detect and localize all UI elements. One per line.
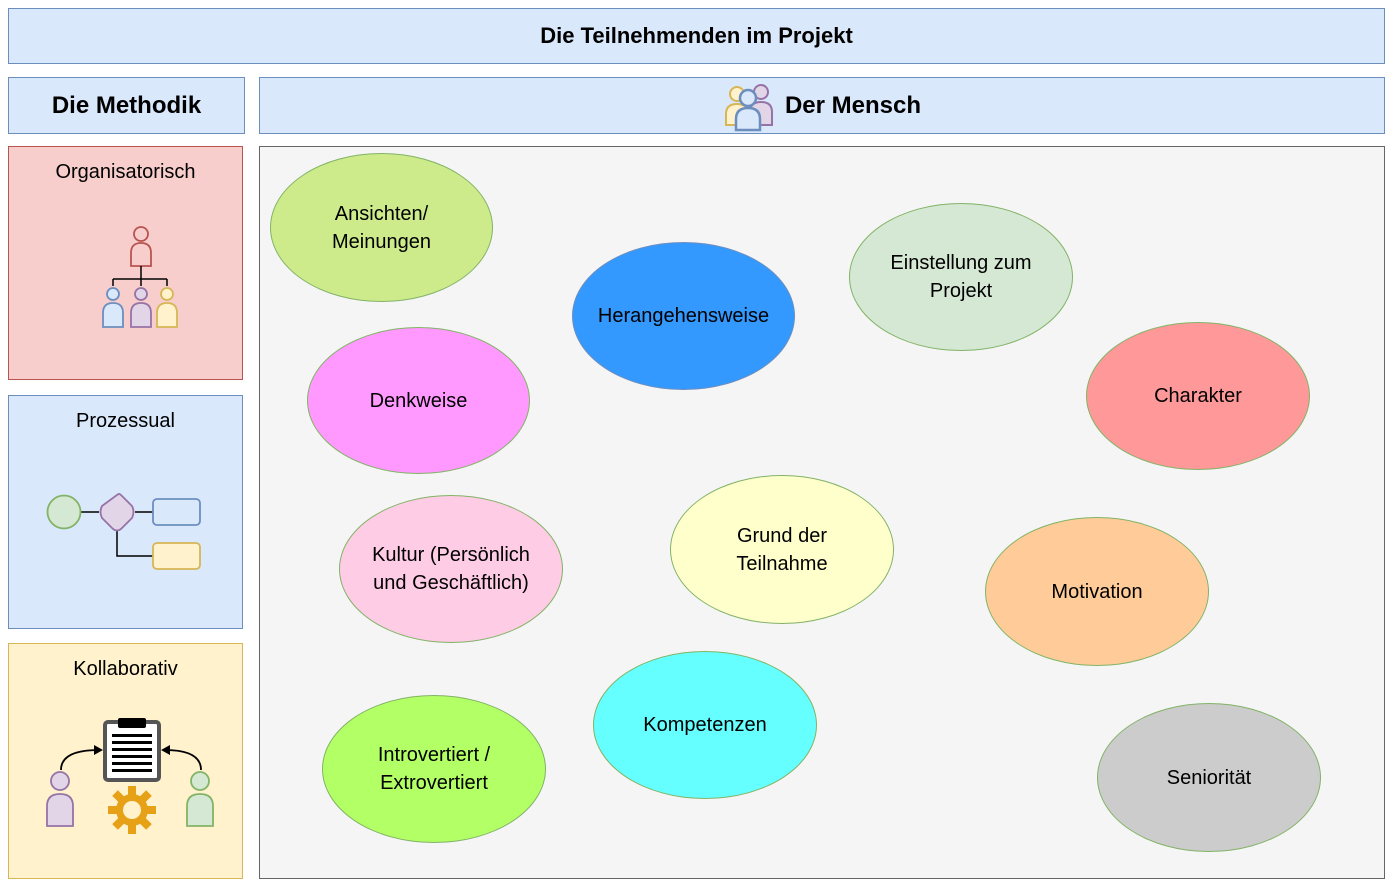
bubble-introvertiert: Introvertiert / Extrovertiert bbox=[322, 695, 546, 843]
method-card-prozessual: Prozessual bbox=[8, 395, 243, 629]
methodik-header: Die Methodik bbox=[8, 77, 245, 134]
process-flow-icon bbox=[46, 493, 201, 570]
bubble-motivation: Motivation bbox=[985, 517, 1209, 666]
method-card-kollaborativ: Kollaborativ bbox=[8, 643, 243, 879]
collaboration-icon bbox=[46, 718, 214, 834]
people-group-icon bbox=[724, 83, 773, 131]
mensch-title: Der Mensch bbox=[784, 91, 922, 119]
page-title: Die Teilnehmenden im Projekt bbox=[8, 8, 1385, 64]
mensch-canvas: Ansichten/ Meinungen Herangehensweise Ei… bbox=[259, 146, 1385, 879]
methodik-title: Die Methodik bbox=[51, 91, 202, 119]
method-label: Prozessual bbox=[76, 410, 175, 432]
method-card-organisatorisch: Organisatorisch bbox=[8, 146, 243, 380]
method-label: Organisatorisch bbox=[55, 161, 196, 183]
bubble-kultur: Kultur (Persönlich und Geschäftlich) bbox=[339, 495, 563, 643]
page-title-text: Die Teilnehmenden im Projekt bbox=[540, 23, 853, 48]
bubble-ansichten: Ansichten/ Meinungen bbox=[270, 153, 493, 302]
org-chart-icon bbox=[102, 226, 178, 328]
bubble-charakter: Charakter bbox=[1086, 322, 1310, 470]
bubble-einstellung: Einstellung zum Projekt bbox=[849, 203, 1073, 351]
bubble-grund: Grund der Teilnahme bbox=[670, 475, 894, 624]
method-label: Kollaborativ bbox=[73, 658, 178, 680]
bubble-senioritaet: Seniorität bbox=[1097, 703, 1321, 852]
bubble-kompetenzen: Kompetenzen bbox=[593, 651, 817, 799]
bubble-denkweise: Denkweise bbox=[307, 327, 530, 474]
mensch-header: Der Mensch bbox=[259, 77, 1385, 134]
bubble-herangehensweise: Herangehensweise bbox=[572, 242, 795, 390]
